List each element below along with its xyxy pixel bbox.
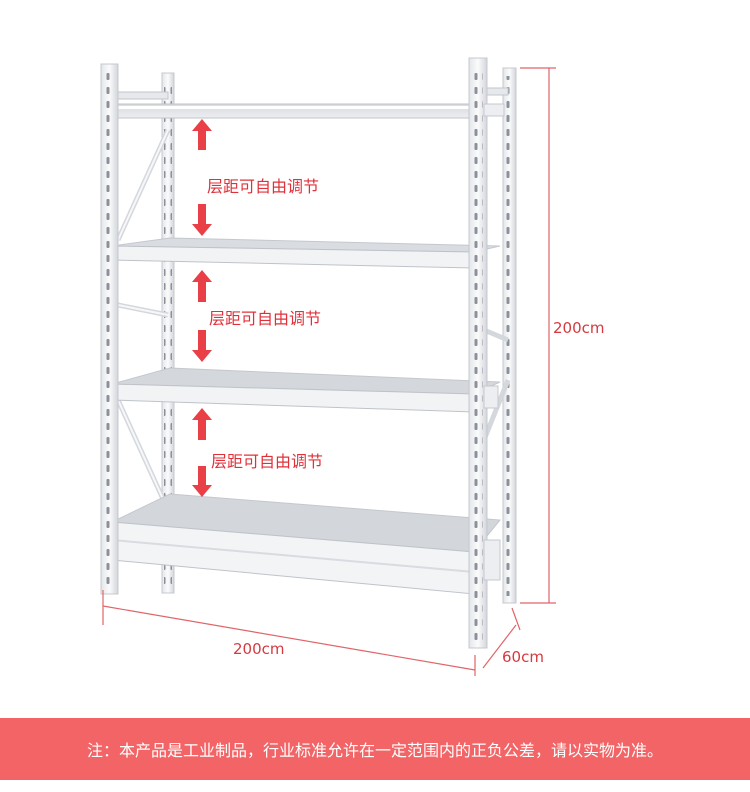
- width-dimension-line: [102, 590, 476, 676]
- arrow-group-2: [192, 270, 212, 362]
- shelf-end-4: [483, 539, 501, 581]
- disclaimer-banner: 注：本产品是工业制品，行业标准允许在一定范围内的正负公差，请以实物为准。: [0, 718, 750, 780]
- left-side-braces-highlight: [117, 129, 169, 511]
- arrow-up-icon: [192, 270, 212, 302]
- back-right-post: [502, 67, 517, 604]
- arrow-down-icon: [192, 204, 212, 236]
- shelving-rack-illustration: [100, 57, 556, 676]
- shelf-end-3: [483, 385, 499, 409]
- depth-dimension-line: [482, 607, 521, 669]
- front-right-post: [468, 57, 488, 649]
- back-left-post: [161, 72, 175, 594]
- spacing-label-2: 层距可自由调节: [209, 309, 322, 328]
- arrow-down-icon: [192, 330, 212, 362]
- spacing-label-1: 层距可自由调节: [207, 177, 320, 196]
- arrow-group-3: [192, 408, 212, 497]
- top-tube-right: [483, 87, 509, 96]
- arrow-up-icon: [192, 408, 212, 440]
- height-dimension-label: 200cm: [553, 319, 605, 337]
- spacing-label-3: 层距可自由调节: [211, 452, 324, 471]
- width-dimension-label: 200cm: [233, 640, 285, 658]
- shelf-4: [110, 493, 501, 595]
- shelf-end-1: [483, 103, 505, 117]
- right-side-braces: [481, 327, 511, 441]
- arrow-up-icon: [192, 119, 212, 150]
- front-left-post: [100, 63, 119, 595]
- arrow-group-1: [192, 119, 212, 236]
- arrow-down-icon: [192, 466, 212, 497]
- shelf-1: [111, 103, 490, 119]
- depth-dimension-label: 60cm: [502, 648, 544, 666]
- top-tube-left: [115, 91, 169, 100]
- height-dimension-line: [520, 67, 556, 604]
- disclaimer-text: 注：本产品是工业制品，行业标准允许在一定范围内的正负公差，请以实物为准。: [86, 741, 663, 760]
